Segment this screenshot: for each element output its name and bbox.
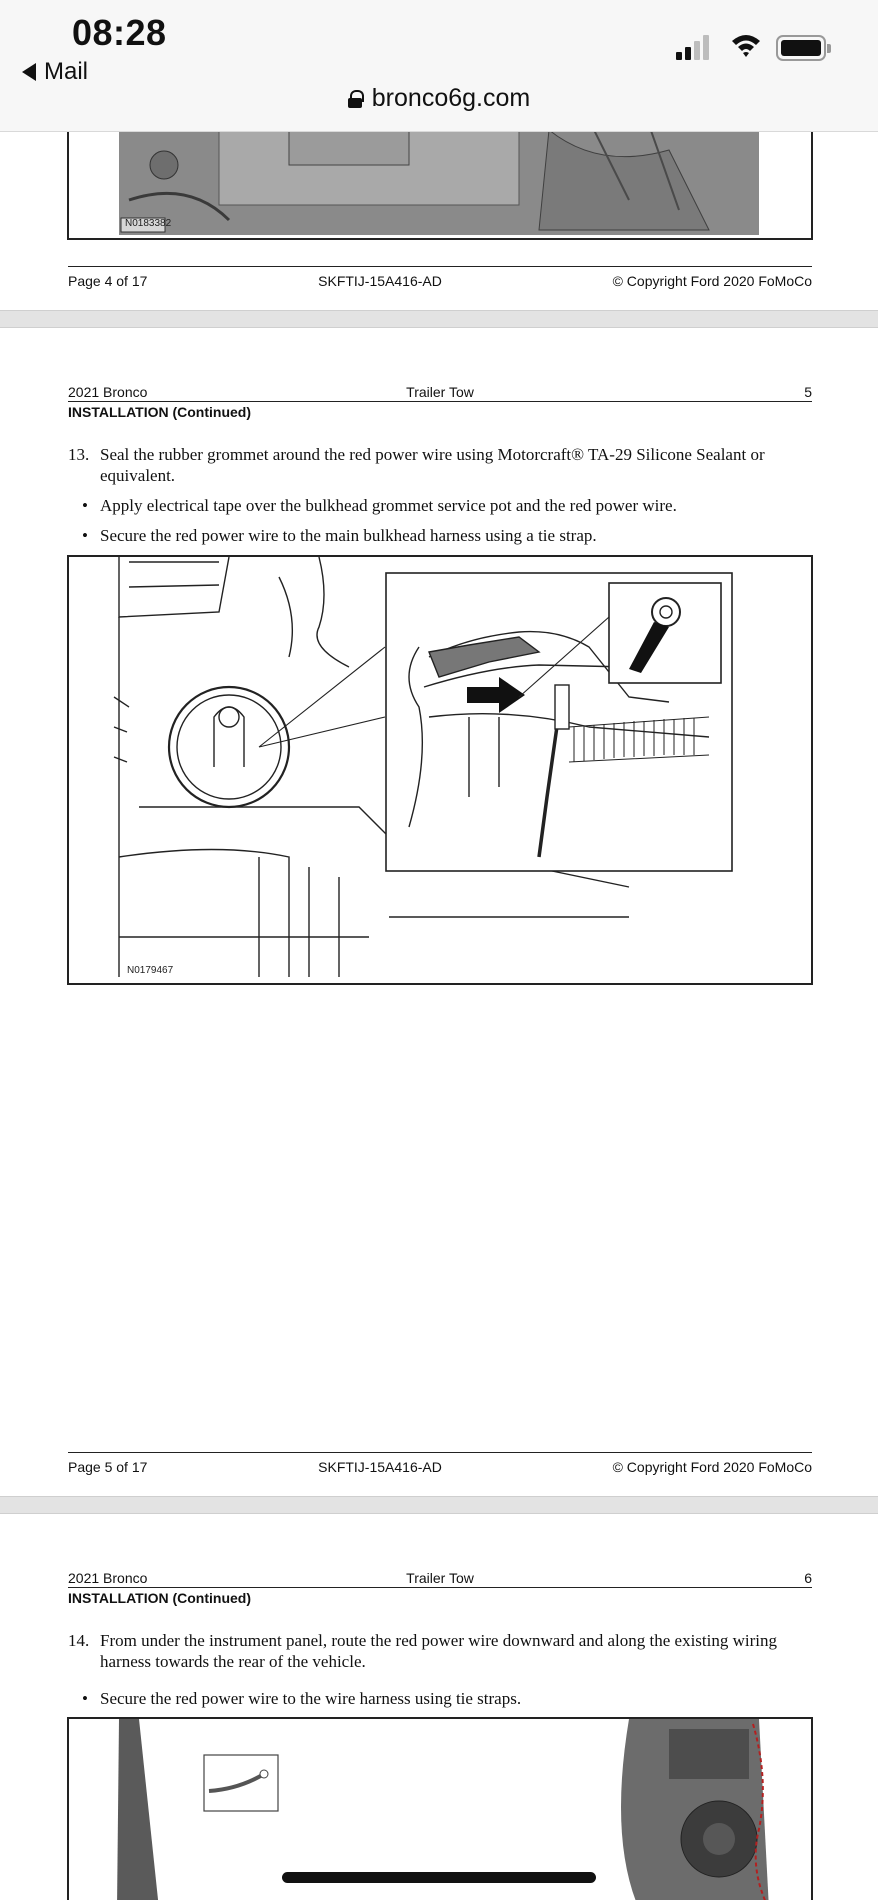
step-14: 14. From under the instrument panel, rou…	[68, 1630, 828, 1672]
header-model: 2021 Bronco	[68, 1570, 148, 1586]
back-label: Mail	[44, 58, 89, 85]
url-text: bronco6g.com	[371, 84, 531, 112]
section-heading: INSTALLATION (Continued)	[68, 404, 251, 420]
footer-copyright: © Copyright Ford 2020 FoMoCo	[612, 273, 812, 289]
wifi-icon	[732, 35, 760, 57]
figure-code: N0179467	[127, 965, 174, 976]
page4-footer: Page 4 of 17 SKFTIJ-15A416-AD © Copyrigh…	[68, 266, 812, 289]
footer-doc-id: SKFTIJ-15A416-AD	[318, 273, 442, 289]
header-page-number: 6	[804, 1570, 812, 1586]
section-heading: INSTALLATION (Continued)	[68, 1590, 251, 1606]
page6-header: 2021 Bronco Trailer Tow 6 INSTALLATION (…	[68, 1570, 812, 1606]
back-arrow-icon	[22, 63, 36, 81]
page-separator	[0, 310, 878, 328]
browser-top-bar: 08:28 Mail bronco6g.com	[0, 0, 878, 132]
footer-page: Page 5 of 17	[68, 1459, 148, 1475]
header-page-number: 5	[804, 384, 812, 400]
footer-copyright: © Copyright Ford 2020 FoMoCo	[612, 1459, 812, 1475]
step-number: 13.	[68, 445, 90, 464]
page-separator	[0, 1496, 878, 1514]
page5-header: 2021 Bronco Trailer Tow 5 INSTALLATION (…	[68, 384, 812, 420]
figure-code: N0183382	[125, 218, 172, 229]
cellular-signal-icon	[676, 34, 709, 60]
step-number: 14.	[68, 1631, 90, 1650]
lock-icon	[347, 89, 364, 108]
step-13: 13. Seal the rubber grommet around the r…	[68, 444, 828, 486]
header-title: Trailer Tow	[406, 384, 474, 400]
battery-icon	[776, 35, 831, 61]
footer-doc-id: SKFTIJ-15A416-AD	[318, 1459, 442, 1475]
grommet-line-drawing	[113, 557, 733, 977]
status-time: 08:28	[72, 12, 167, 53]
page5-footer: Page 5 of 17 SKFTIJ-15A416-AD © Copyrigh…	[68, 1452, 812, 1475]
header-model: 2021 Bronco	[68, 384, 148, 400]
step-text: Seal the rubber grommet around the red p…	[100, 445, 765, 485]
step-text: From under the instrument panel, route t…	[100, 1631, 777, 1671]
back-to-mail-button[interactable]: Mail	[22, 58, 88, 86]
page6-figure	[67, 1717, 813, 1900]
home-indicator[interactable]	[282, 1872, 596, 1883]
footer-page: Page 4 of 17	[68, 273, 148, 289]
bullet-item: Secure the red power wire to the wire ha…	[82, 1688, 820, 1709]
bullet-item: Secure the red power wire to the main bu…	[82, 525, 820, 546]
page5-figure: N0179467	[67, 555, 813, 985]
header-title: Trailer Tow	[406, 1570, 474, 1586]
address-bar[interactable]: bronco6g.com	[0, 84, 878, 113]
bullet-item: Apply electrical tape over the bulkhead …	[82, 495, 820, 516]
wire-routing-drawing	[117, 1719, 769, 1900]
